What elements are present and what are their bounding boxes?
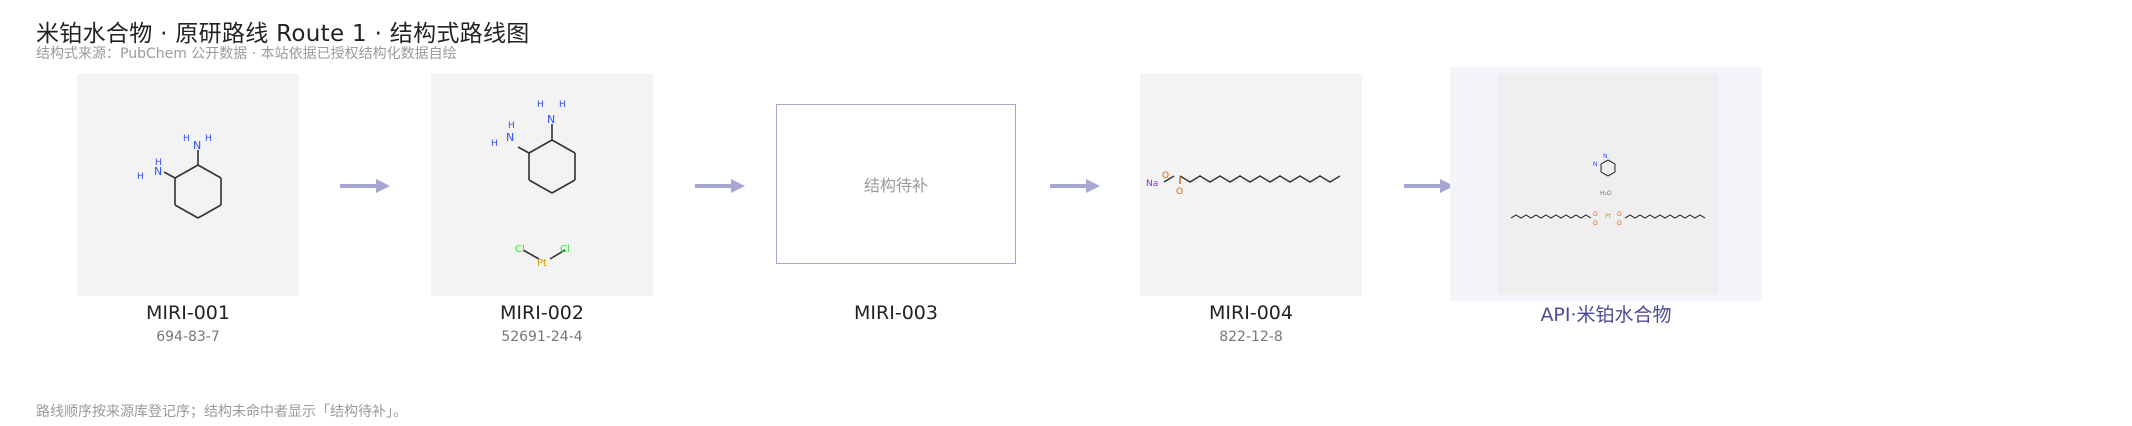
atom-na: Na (1146, 179, 1158, 189)
atom-o: O (1617, 211, 1622, 218)
step-cas: 822-12-8 (1219, 329, 1283, 345)
water-label: H₂O (1600, 190, 1612, 197)
route-arrow (1404, 179, 1454, 193)
atom-n: N (193, 139, 201, 152)
page-title: 米铂水合物 · 原研路线 Route 1 · 结构式路线图 (36, 21, 530, 47)
placeholder-label: 结构待补 (863, 176, 928, 195)
atom-n: N (1593, 161, 1598, 168)
atom-o: O (1162, 171, 1169, 181)
atom-n: N (547, 113, 555, 126)
route-arrow (695, 179, 745, 193)
step-cas: 694-83-7 (156, 329, 220, 345)
atom-o: O (1176, 187, 1183, 197)
atom-n: N (154, 165, 162, 178)
atom-o: O (1593, 211, 1598, 218)
atom-cl: Cl (515, 244, 525, 255)
structure-diagram-miri-001: N H H N H H (137, 134, 222, 219)
atom-h: H (155, 158, 162, 168)
step-code: MIRI-001 (146, 302, 230, 324)
route-arrow (340, 179, 390, 193)
atom-pt: Pt (1605, 213, 1612, 220)
structure-diagram-api: N N H₂O Pt O O O O (1510, 153, 1706, 227)
atom-n: N (506, 131, 514, 144)
step-code-api: API·米铂水合物 (1540, 304, 1672, 326)
step-code: MIRI-002 (500, 302, 584, 324)
step-code: MIRI-003 (854, 302, 938, 324)
step-code: MIRI-004 (1209, 302, 1293, 324)
atom-cl: Cl (560, 244, 570, 255)
route-arrow (1050, 179, 1100, 193)
atom-o: O (1617, 220, 1622, 227)
structure-diagram-miri-004: Na O O (1146, 171, 1341, 197)
footer-note: 路线顺序按来源库登记序；结构未命中者显示「结构待补」。 (36, 404, 407, 420)
structure-card-miri-004[interactable]: Na O O (1140, 74, 1362, 296)
structure-diagram-miri-002: N H H N H H Pt Cl Cl (491, 100, 576, 269)
page-subtitle: 结构式来源：PubChem 公开数据 · 本站依据已授权结构化数据自绘 (36, 46, 457, 62)
atom-n: N (1603, 153, 1608, 160)
structure-card-api[interactable]: N N H₂O Pt O O O O (1450, 67, 1762, 301)
atom-o: O (1593, 220, 1598, 227)
atom-h: H (137, 172, 144, 182)
step-cas: 52691-24-4 (501, 329, 583, 345)
atom-h: H (491, 139, 498, 149)
atom-h: H (205, 134, 212, 144)
atom-h: H (559, 100, 566, 110)
structure-card-miri-002[interactable]: N H H N H H Pt Cl Cl (431, 74, 653, 296)
structure-card-miri-001[interactable]: N H H N H H (77, 74, 299, 296)
atom-h: H (537, 100, 544, 110)
atom-pt: Pt (537, 258, 547, 269)
atom-h: H (508, 121, 515, 131)
structure-placeholder: 结构待补 (776, 104, 1016, 264)
structure-frame: N N H₂O Pt O O O O (1497, 73, 1719, 295)
atom-h: H (183, 134, 190, 144)
